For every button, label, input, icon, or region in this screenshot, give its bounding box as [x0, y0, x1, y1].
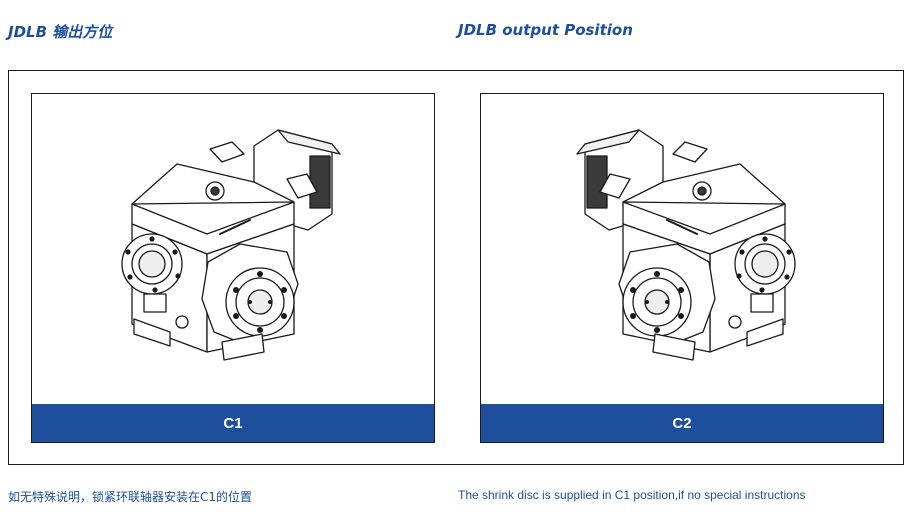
position-label-bar: C2 [481, 404, 883, 442]
heading-english: JDLB output Position [458, 21, 633, 39]
heading-chinese: JDLB 输出方位 [8, 23, 113, 41]
position-label-bar: C1 [32, 404, 434, 442]
gearbox-drawing-c1 [121, 129, 341, 361]
panel-c2: C2 [480, 93, 884, 443]
outer-frame [8, 70, 904, 465]
note-chinese: 如无特殊说明，锁紧环联轴器安装在C1的位置 [8, 490, 253, 504]
note-english: The shrink disc is supplied in C1 positi… [458, 488, 806, 502]
gearbox-drawing-c2 [576, 129, 796, 361]
panel-c1: C1 [31, 93, 435, 443]
